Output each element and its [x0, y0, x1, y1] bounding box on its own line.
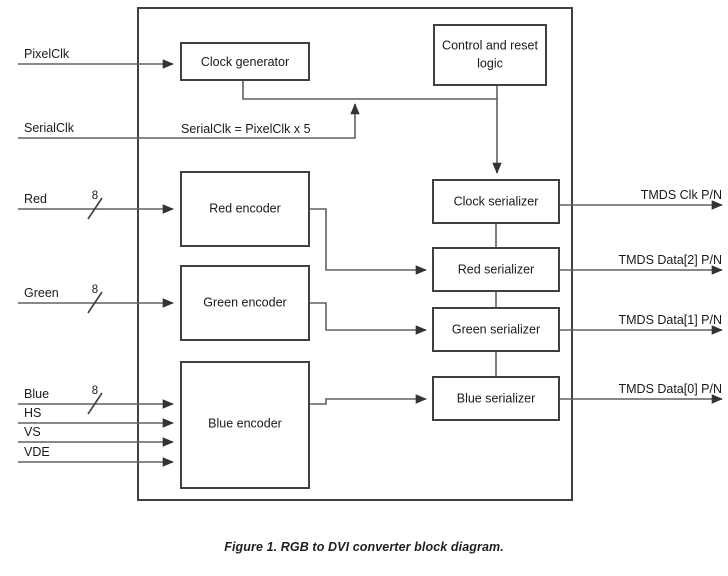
- wire-green-encoder-to-green-serializer: [309, 302, 427, 335]
- serialclk-relation-annotation: SerialClk = PixelClk x 5: [181, 122, 311, 136]
- blue-serializer-label: Blue serializer: [457, 391, 536, 405]
- bus-slash-red: [87, 197, 103, 220]
- input-label-serialclk: SerialClk: [24, 121, 75, 135]
- block-green-serializer[interactable]: Green serializer: [432, 307, 560, 352]
- internal-wires: [242, 80, 502, 405]
- output-label-tmds-data1: TMDS Data[1] P/N: [619, 313, 723, 327]
- bus-slash-green: [87, 291, 103, 314]
- wire-serialclk: [18, 103, 360, 139]
- red-encoder-box[interactable]: [180, 171, 310, 247]
- block-red-encoder[interactable]: Red encoder: [180, 171, 310, 247]
- output-label-tmds-data0: TMDS Data[0] P/N: [619, 382, 723, 396]
- input-label-hs: HS: [24, 406, 41, 420]
- input-label-green: Green: [24, 286, 59, 300]
- green-encoder-label: Green encoder: [203, 295, 286, 309]
- wire-blue-encoder-to-blue-serializer: [309, 394, 427, 405]
- bus-width-green: 8: [92, 284, 98, 296]
- green-serializer-label: Green serializer: [452, 322, 540, 336]
- output-wires: [559, 200, 723, 404]
- green-serializer-box[interactable]: [432, 307, 560, 352]
- output-label-tmds-clk: TMDS Clk P/N: [641, 188, 722, 202]
- control-reset-logic-label-line1: Control and reset: [442, 38, 538, 52]
- output-label-tmds-data2: TMDS Data[2] P/N: [619, 253, 723, 267]
- input-label-vde: VDE: [24, 445, 50, 459]
- block-blue-serializer[interactable]: Blue serializer: [432, 376, 560, 421]
- clock-serializer-box[interactable]: [432, 179, 560, 224]
- input-label-vs: VS: [24, 425, 41, 439]
- block-clock-serializer[interactable]: Clock serializer: [432, 179, 560, 224]
- input-label-blue: Blue: [24, 387, 49, 401]
- red-serializer-box[interactable]: [432, 247, 560, 292]
- block-clock-generator[interactable]: Clock generator: [180, 42, 310, 81]
- input-label-pixelclk: PixelClk: [24, 47, 70, 61]
- blue-serializer-box[interactable]: [432, 376, 560, 421]
- output-port-labels: TMDS Clk P/N TMDS Data[2] P/N TMDS Data[…: [619, 188, 723, 396]
- red-encoder-label: Red encoder: [209, 201, 281, 215]
- wire-clockgen-to-serializer: [242, 80, 502, 174]
- blue-encoder-label: Blue encoder: [208, 416, 282, 430]
- input-label-red: Red: [24, 192, 47, 206]
- block-red-serializer[interactable]: Red serializer: [432, 247, 560, 292]
- control-reset-logic-label-line2: logic: [477, 56, 503, 70]
- block-blue-encoder[interactable]: Blue encoder: [180, 361, 310, 489]
- bus-width-blue: 8: [92, 385, 98, 397]
- input-wires: [18, 59, 360, 467]
- clock-generator-label: Clock generator: [201, 55, 289, 69]
- block-control-reset-logic[interactable]: Control and reset logic: [433, 24, 547, 86]
- clock-serializer-label: Clock serializer: [454, 194, 539, 208]
- blue-encoder-box[interactable]: [180, 361, 310, 489]
- control-reset-logic-box[interactable]: [433, 24, 547, 86]
- block-diagram: Clock generator Control and reset logic …: [18, 7, 723, 501]
- device-boundary: [137, 7, 573, 501]
- input-port-labels: PixelClk SerialClk Red 8 Green 8 Blue 8 …: [24, 47, 98, 459]
- green-encoder-box[interactable]: [180, 265, 310, 341]
- wire-red-encoder-to-red-serializer: [309, 208, 427, 275]
- clock-generator-box[interactable]: [180, 42, 310, 81]
- block-green-encoder[interactable]: Green encoder: [180, 265, 310, 341]
- red-serializer-label: Red serializer: [458, 262, 534, 276]
- bus-slash-blue: [87, 392, 103, 415]
- figure-caption: Figure 1. RGB to DVI converter block dia…: [224, 540, 504, 554]
- bus-width-red: 8: [92, 190, 98, 202]
